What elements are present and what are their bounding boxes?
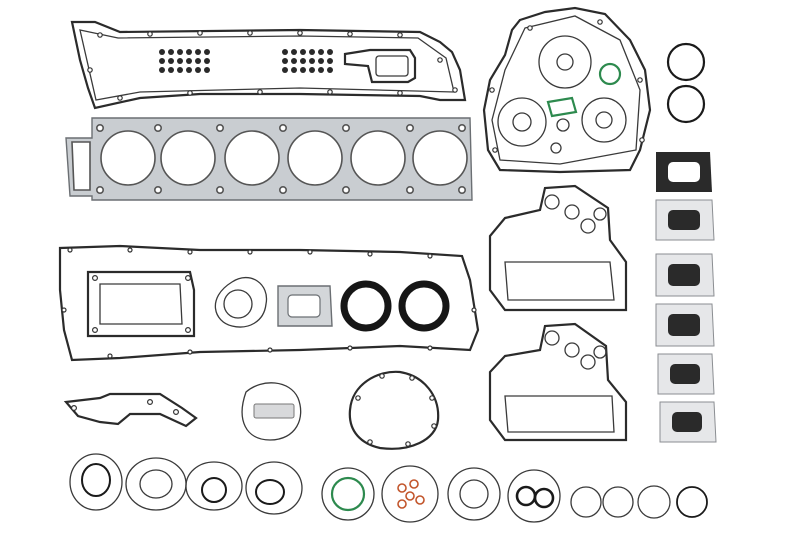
rocker-cover-gasket [70,20,467,110]
oil-pan-gasket [58,244,480,362]
cover-bolt-holes [87,30,458,101]
round-gasket-1 [69,453,123,511]
crankshaft-seal-front [340,280,392,332]
cylinder-bores [100,130,468,186]
exhaust-gasket-1 [656,152,712,192]
oil-cooler-gasket-upper [488,184,628,312]
o-ring-medium-1 [447,467,501,521]
injector-seal-set [241,382,302,441]
thermostat-housing-gasket [63,392,198,428]
o-ring-pair [507,469,561,523]
flange-gasket-round [214,276,268,328]
o-ring-green [321,467,375,521]
exhaust-gasket-4 [655,303,715,347]
bottom-row-gaskets [69,453,708,523]
round-gasket-2 [125,457,187,511]
o-ring-large-1 [666,42,706,82]
round-gasket-3 [185,461,243,511]
oil-pump-gasket [86,270,196,338]
turbo-gasket [277,285,333,327]
exhaust-gasket-6 [659,401,717,443]
timing-cover-gasket [482,6,652,174]
o-ring-large-2 [666,84,706,124]
cylinder-head-gasket [65,117,473,201]
exhaust-gasket-2 [655,199,715,241]
valve-stem-seals-left [159,49,210,73]
head-bolt-holes [96,124,466,195]
breather-gasket [343,48,417,84]
round-gasket-4 [245,461,303,515]
o-ring-small-set [381,465,439,523]
exhaust-gasket-3 [655,253,715,297]
exhaust-gasket-5 [657,353,715,395]
o-ring-thin-1 [570,486,602,518]
timing-housing-gasket [348,370,440,450]
o-ring-thin-4 [676,486,708,518]
o-ring-thin-2 [602,486,634,518]
valve-stem-seals-right [282,49,333,73]
crankshaft-seal-rear [398,280,450,332]
exhaust-manifold-gaskets [655,152,717,443]
o-ring-thin-3 [637,485,671,519]
oil-cooler-gasket-lower [488,322,628,442]
